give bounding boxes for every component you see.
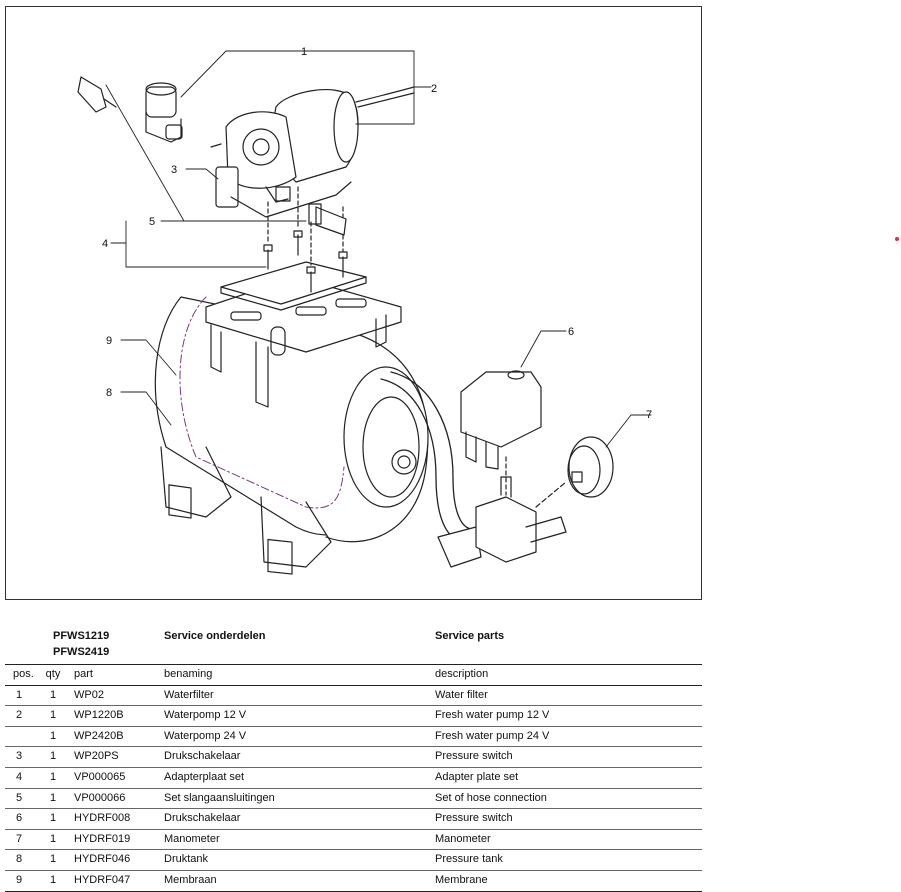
table-row: 9 1 HYDRF047 Membraan Membrane bbox=[5, 871, 702, 892]
cell-en: Fresh water pump 24 V bbox=[435, 729, 550, 742]
cell-part: HYDRF008 bbox=[74, 812, 131, 825]
cell-pos: 4 bbox=[15, 770, 23, 783]
table-row: 6 1 HYDRF008 Drukschakelaar Pressure switch bbox=[5, 809, 702, 830]
title-dutch: Service onderdelen bbox=[164, 630, 266, 642]
cell-nl: Druktank bbox=[164, 853, 209, 866]
col-header-description: description bbox=[435, 668, 489, 680]
table-header-row: pos. qty part benaming description bbox=[5, 664, 702, 686]
cell-part: HYDRF047 bbox=[74, 873, 131, 886]
parts-table: pos. qty part benaming description 1 1 WP0… bbox=[5, 664, 702, 892]
callout-3: 3 bbox=[171, 164, 177, 176]
callout-5: 5 bbox=[149, 216, 155, 228]
cell-part: WP20PS bbox=[74, 750, 119, 763]
title-english: Service parts bbox=[435, 630, 505, 642]
cell-qty: 1 bbox=[49, 729, 57, 742]
cell-part: WP02 bbox=[74, 688, 104, 701]
table-row: 3 1 WP20PS Drukschakelaar Pressure switch bbox=[5, 747, 702, 768]
cell-part: VP000065 bbox=[74, 770, 126, 783]
col-header-part: part bbox=[74, 668, 93, 680]
cell-en: Manometer bbox=[435, 832, 491, 845]
cell-en: Fresh water pump 12 V bbox=[435, 709, 550, 722]
cell-en: Pressure tank bbox=[435, 853, 503, 866]
red-marker-dot bbox=[895, 237, 899, 241]
cell-nl: Waterpomp 12 V bbox=[164, 709, 247, 722]
cell-qty: 1 bbox=[49, 770, 57, 783]
cell-pos: 9 bbox=[15, 873, 23, 886]
cell-qty: 1 bbox=[49, 873, 57, 886]
cell-pos: 2 bbox=[15, 709, 23, 722]
cell-nl: Drukschakelaar bbox=[164, 750, 241, 763]
model-name: PFWS2419 bbox=[53, 646, 110, 658]
water-pump bbox=[210, 86, 415, 218]
table-row: 7 1 HYDRF019 Manometer Manometer bbox=[5, 830, 702, 851]
cell-part: WP1220B bbox=[74, 709, 124, 722]
diagram-drawing: 1 2 3 4 5 6 7 8 9 bbox=[77, 46, 652, 575]
pressure-switch bbox=[460, 370, 542, 496]
cell-pos: 3 bbox=[15, 750, 23, 763]
hose-connection-right bbox=[308, 203, 347, 236]
callout-8: 8 bbox=[106, 387, 112, 399]
table-row: 5 1 VP000066 Set slangaansluitingen Set of h… bbox=[5, 789, 702, 810]
cell-en: Water filter bbox=[435, 688, 488, 701]
cell-nl: Manometer bbox=[164, 832, 220, 845]
callout-6: 6 bbox=[568, 326, 574, 338]
cell-qty: 1 bbox=[49, 812, 57, 825]
model-name: PFWS1219 bbox=[53, 630, 110, 642]
callout-1: 1 bbox=[301, 46, 307, 58]
table-row: 1 WP2420B Waterpomp 24 V Fresh water pump 2… bbox=[5, 727, 702, 748]
hose-connection-top-left bbox=[77, 76, 117, 113]
cell-en: Pressure switch bbox=[435, 750, 513, 763]
adapter-plate bbox=[220, 261, 367, 311]
callout-4: 4 bbox=[102, 238, 108, 250]
leader-lines bbox=[105, 50, 652, 448]
col-header-pos: pos. bbox=[13, 668, 34, 680]
cell-nl: Waterfilter bbox=[164, 688, 214, 701]
cell-qty: 1 bbox=[49, 791, 57, 804]
cell-part: HYDRF046 bbox=[74, 853, 131, 866]
water-filter bbox=[145, 82, 183, 143]
exploded-view-diagram: 1 2 3 4 5 6 7 8 9 bbox=[5, 6, 702, 600]
cell-qty: 1 bbox=[49, 853, 57, 866]
cell-pos: 1 bbox=[15, 688, 23, 701]
cell-part: HYDRF019 bbox=[74, 832, 131, 845]
manometer bbox=[567, 436, 614, 498]
cell-nl: Set slangaansluitingen bbox=[164, 791, 275, 804]
cell-qty: 1 bbox=[49, 750, 57, 763]
cell-en: Adapter plate set bbox=[435, 770, 519, 783]
callout-2: 2 bbox=[431, 83, 437, 95]
cell-nl: Membraan bbox=[164, 873, 217, 886]
callout-7: 7 bbox=[646, 409, 652, 421]
cell-nl: Adapterplaat set bbox=[164, 770, 245, 783]
cell-pos: 6 bbox=[15, 812, 23, 825]
cell-nl: Drukschakelaar bbox=[164, 812, 241, 825]
model-list: PFWS1219 PFWS2419 bbox=[53, 628, 109, 660]
table-row: 2 1 WP1220B Waterpomp 12 V Fresh water pump … bbox=[5, 706, 702, 727]
callout-9: 9 bbox=[106, 335, 112, 347]
hose bbox=[380, 371, 482, 568]
cell-part: VP000066 bbox=[74, 791, 126, 804]
cell-pos: 5 bbox=[15, 791, 23, 804]
cell-qty: 1 bbox=[49, 832, 57, 845]
cell-qty: 1 bbox=[49, 709, 57, 722]
cell-en: Membrane bbox=[435, 873, 488, 886]
t-piece bbox=[475, 476, 567, 563]
col-header-benaming: benaming bbox=[164, 668, 213, 680]
table-row: 4 1 VP000065 Adapterplaat set Adapter plate … bbox=[5, 768, 702, 789]
cell-en: Set of hose connection bbox=[435, 791, 547, 804]
cell-pos: 8 bbox=[15, 853, 23, 866]
cell-qty: 1 bbox=[49, 688, 57, 701]
col-header-qty: qty bbox=[45, 668, 61, 680]
cell-part: WP2420B bbox=[74, 729, 124, 742]
pressure-tank bbox=[154, 296, 429, 575]
cell-en: Pressure switch bbox=[435, 812, 513, 825]
cell-nl: Waterpomp 24 V bbox=[164, 729, 247, 742]
table-row: 1 1 WP02 Waterfilter Water filter bbox=[5, 686, 702, 707]
table-row: 8 1 HYDRF046 Druktank Pressure tank bbox=[5, 850, 702, 871]
cell-pos: 7 bbox=[15, 832, 23, 845]
